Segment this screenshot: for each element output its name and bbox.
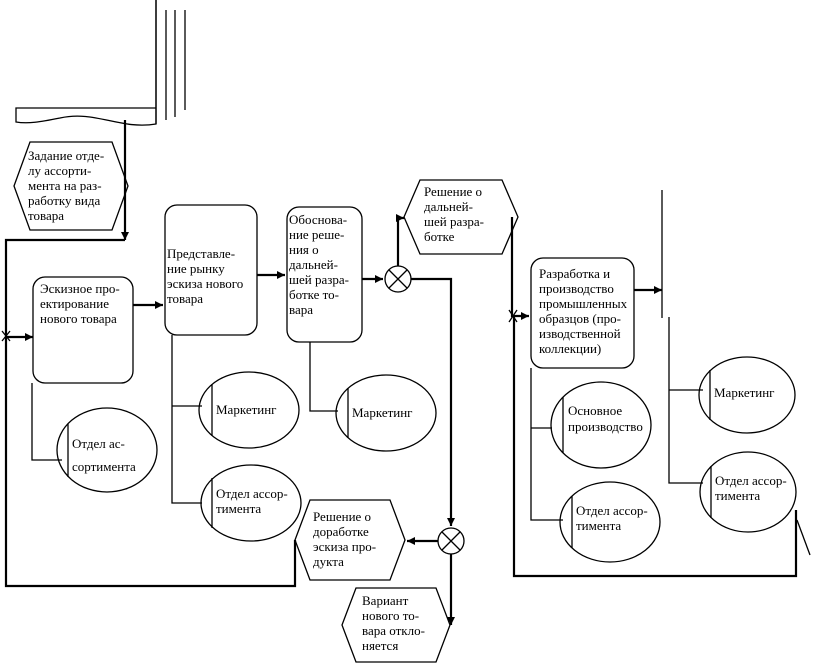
junction-markers bbox=[1, 309, 518, 342]
presentation-box: Представле- ние рынку эскиза нового това… bbox=[164, 204, 258, 336]
right-document-edge bbox=[661, 190, 811, 556]
presentation-text: Представле- ние рынку эскиза нового това… bbox=[167, 246, 247, 306]
rejected-text: Вариант нового то- вара откло- няется bbox=[362, 593, 428, 653]
sketch-design-text: Эскизное про- ектирование нового товара bbox=[40, 281, 123, 326]
performer-dept-assortment-4: Отдел ассор- тимента bbox=[699, 451, 797, 533]
task-hexagon: Задание отде- лу ассорти- мента на раз- … bbox=[13, 141, 129, 231]
performer-marketing-3: Маркетинг bbox=[698, 356, 796, 434]
performer-marketing-2: Маркетинг bbox=[335, 374, 437, 452]
svg-text:Маркетинг: Маркетинг bbox=[216, 402, 277, 417]
performer-dept-assortment-2: Отдел ассор- тимента bbox=[200, 464, 302, 542]
performer-connectors bbox=[31, 317, 703, 521]
production-text: Разработка и производство промышленных о… bbox=[539, 266, 630, 356]
svg-text:Отдел ассор- тимента: Отдел ассор- тимента bbox=[216, 486, 291, 516]
svg-text:Отдел ас- сортимента: Отдел ас- сортимента bbox=[72, 436, 136, 474]
svg-text:Маркетинг: Маркетинг bbox=[352, 405, 413, 420]
svg-text:Основное производство: Основное производство bbox=[568, 403, 643, 434]
justification-text: Обоснова- ние реше- ния о дальней- шей р… bbox=[289, 212, 352, 317]
further-decision-hexagon: Решение о дальней- шей разра- ботке bbox=[403, 179, 519, 255]
rework-decision-text: Решение о доработке эскиза про- дукта bbox=[313, 509, 379, 569]
performer-dept-assortment-3: Отдел ассор- тимента bbox=[559, 481, 661, 563]
performer-dept-assortment-1: Отдел ас- сортимента bbox=[56, 407, 158, 493]
rejected-hexagon: Вариант нового то- вара откло- няется bbox=[341, 587, 451, 663]
production-box: Разработка и производство промышленных о… bbox=[530, 257, 635, 369]
document-stack bbox=[15, 0, 186, 126]
svg-text:Отдел ассор- тимента: Отдел ассор- тимента bbox=[715, 473, 790, 503]
further-decision-text: Решение о дальней- шей разра- ботке bbox=[424, 184, 487, 244]
xor-junction-bottom bbox=[437, 527, 465, 555]
performer-marketing-1: Маркетинг bbox=[198, 371, 300, 449]
rework-decision-hexagon: Решение о доработке эскиза про- дукта bbox=[294, 499, 406, 581]
performer-main-production: Основное производство bbox=[550, 381, 652, 469]
svg-text:Маркетинг: Маркетинг bbox=[714, 385, 775, 400]
justification-box: Обоснова- ние реше- ния о дальней- шей р… bbox=[286, 206, 363, 343]
sketch-design-box: Эскизное про- ектирование нового товара bbox=[32, 276, 134, 384]
task-text: Задание отде- лу ассорти- мента на раз- … bbox=[28, 148, 107, 223]
xor-junction-top bbox=[384, 265, 412, 293]
flow-arrows bbox=[4, 120, 798, 625]
svg-text:Отдел ассор- тимента: Отдел ассор- тимента bbox=[576, 503, 651, 533]
